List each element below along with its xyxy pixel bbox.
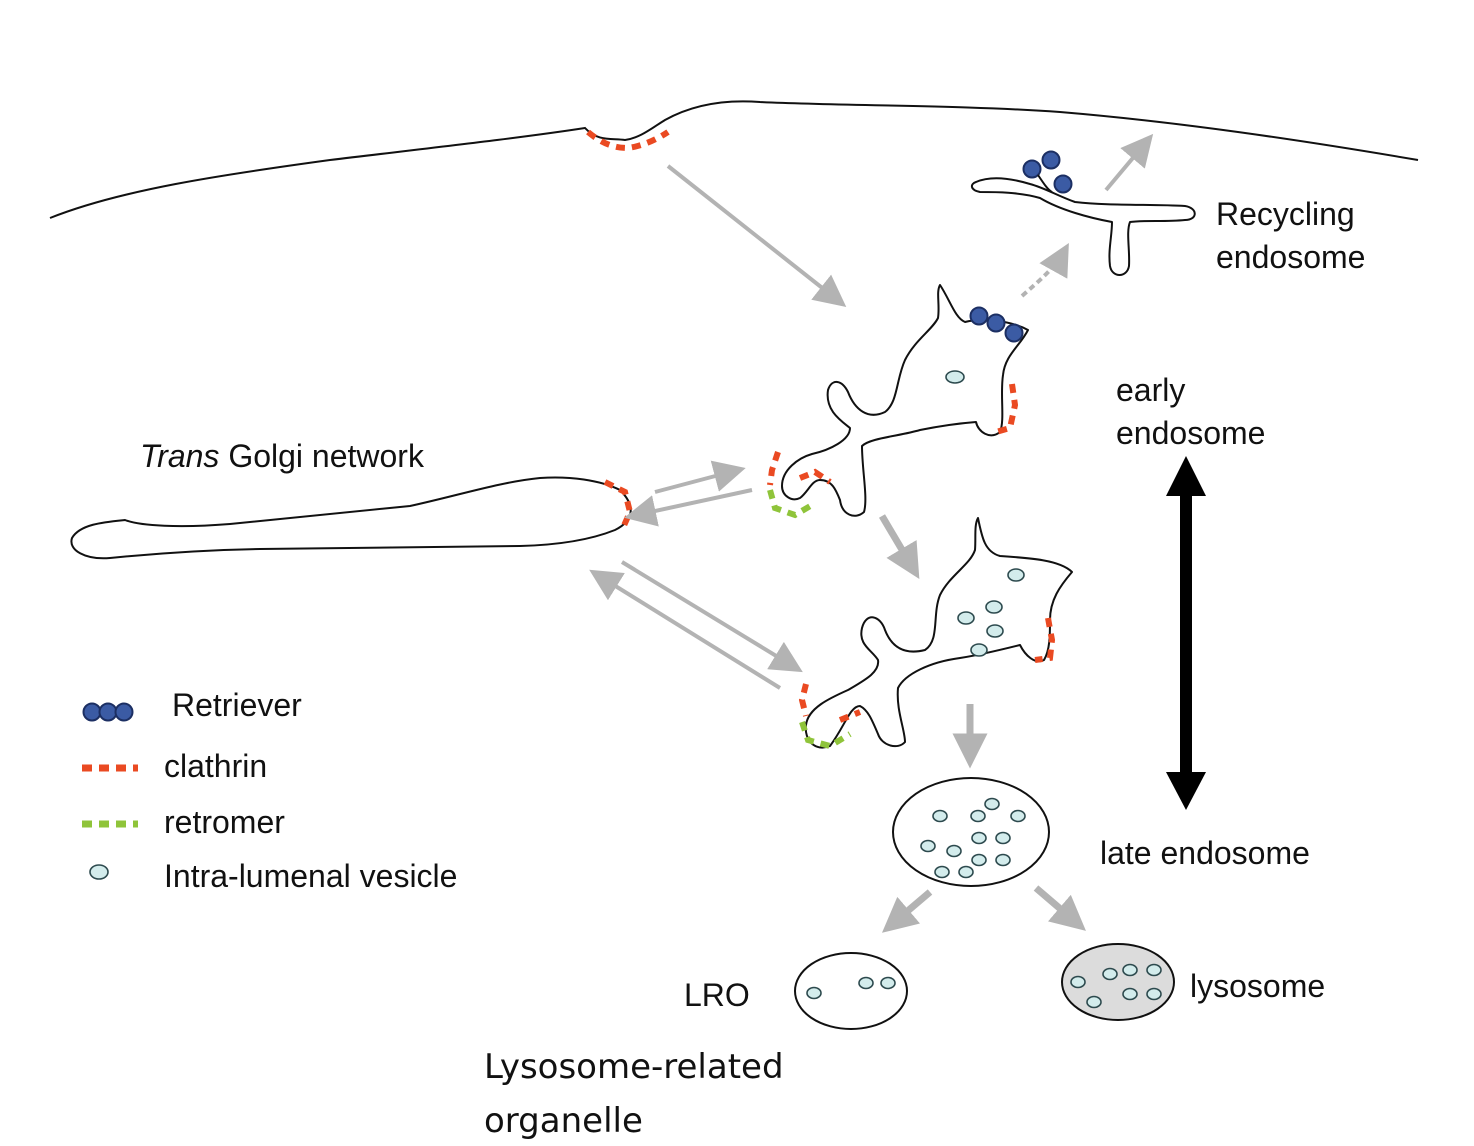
maturing-endosome: [804, 517, 1073, 749]
label-trans-golgi-network: Trans Golgi network: [140, 438, 425, 474]
label-recycling-endosome-line1: Recycling: [1216, 196, 1355, 232]
trans-golgi-network: [70, 476, 632, 560]
arrow-recycling-to-pm: [1104, 133, 1154, 192]
early-endosome-retromer: [767, 489, 814, 519]
ilvs-late-endosome: [920, 797, 1026, 879]
arrow-late-to-lysosome: [1033, 885, 1086, 931]
retriever-on-recycling: [1022, 150, 1073, 194]
maturing-endosome-retromer: [799, 721, 852, 750]
ilv-icon: [89, 864, 109, 880]
early-endosome-clathrin-bud: [767, 451, 781, 486]
arrow-tgn-to-early: [654, 460, 746, 494]
legend-ilv-label: Intra-lumenal vesicle: [164, 858, 457, 894]
label-golgi-network: Golgi network: [219, 438, 425, 474]
arrow-maturing-to-tgn: [589, 569, 782, 690]
arrow-early-to-recycling: [1020, 243, 1069, 298]
label-recycling-endosome-line2: endosome: [1216, 239, 1365, 275]
label-early-endosome-line1: early: [1116, 372, 1185, 408]
arrow-tgn-to-maturing: [620, 560, 803, 673]
retriever-on-early-endosome: [969, 306, 1024, 343]
maturing-endosome-clathrin-bud2: [838, 709, 862, 723]
recycling-endosome: [970, 177, 1196, 276]
label-trans-italic: Trans: [140, 438, 219, 474]
label-early-endosome-line2: endosome: [1116, 415, 1265, 451]
ilv-early-endosome: [945, 370, 965, 384]
legend: Retriever clathrin retromer Intra-lumena…: [82, 687, 457, 894]
maturing-endosome-clathrin-right: [1034, 617, 1056, 663]
plasma-membrane: [49, 100, 1419, 219]
early-endosome-clathrin-right: [995, 383, 1019, 435]
arrow-early-to-maturing: [878, 514, 920, 580]
retriever-icon: [82, 702, 134, 722]
lro-organelle: [794, 952, 908, 1030]
early-endosome-clathrin-bud2: [798, 468, 832, 485]
legend-retromer-label: retromer: [164, 804, 285, 840]
label-lysosome: lysosome: [1190, 968, 1325, 1004]
label-lro: LRO: [684, 977, 750, 1013]
ilvs-lro: [806, 976, 896, 1000]
label-lysosome-related-line1: Lysosome-related: [484, 1047, 784, 1087]
arrow-pm-to-early: [666, 164, 847, 307]
ilvs-maturing-endosome: [957, 568, 1025, 657]
legend-retriever-label: Retriever: [172, 687, 302, 723]
legend-clathrin-label: clathrin: [164, 748, 267, 784]
early-endosome: [781, 284, 1029, 517]
maturation-double-arrow: [1166, 456, 1206, 810]
maturing-endosome-clathrin-bud: [798, 683, 809, 717]
label-late-endosome: late endosome: [1100, 835, 1310, 871]
ilvs-lysosome: [1070, 963, 1162, 1009]
arrow-early-to-tgn: [624, 488, 753, 527]
label-lysosome-related-line2: organelle: [484, 1101, 643, 1141]
arrow-late-to-lro: [881, 889, 933, 933]
